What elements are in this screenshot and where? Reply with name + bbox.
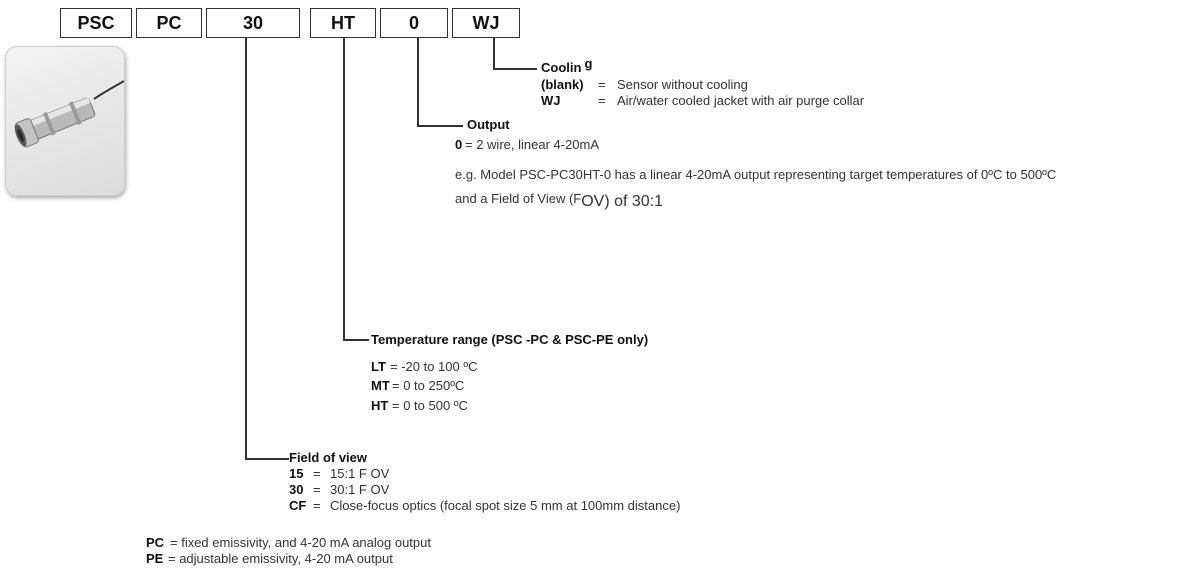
temperature-key-lt: LT bbox=[371, 359, 386, 374]
temperature-key-mt: MT bbox=[371, 378, 390, 393]
cooling-eq-wj: = bbox=[598, 93, 606, 108]
code-box-series: PSC bbox=[60, 8, 132, 38]
emissivity-desc-pc: = fixed emissivity, and 4-20 mA analog o… bbox=[170, 535, 431, 550]
temperature-connector-vertical bbox=[343, 38, 345, 340]
temperature-desc-mt: = 0 to 250ºC bbox=[392, 378, 465, 393]
sensor-photo bbox=[5, 46, 125, 196]
fov-desc-cf: Close-focus optics (focal spot size 5 mm… bbox=[330, 498, 681, 513]
sensor-illustration bbox=[14, 80, 125, 148]
temperature-key-ht: HT bbox=[371, 398, 389, 413]
fov-eq-cf: = bbox=[313, 498, 321, 513]
fov-title: Field of view bbox=[289, 450, 368, 465]
output-connector-horizontal bbox=[417, 125, 463, 127]
emissivity-key-pe: PE bbox=[146, 551, 164, 566]
cooling-key-blank: (blank) bbox=[541, 77, 584, 92]
fov-eq-30: = bbox=[313, 482, 321, 497]
fov-desc-30: 30:1 F OV bbox=[330, 482, 390, 497]
cooling-desc-blank: Sensor without cooling bbox=[617, 77, 748, 92]
cooling-connector-vertical bbox=[493, 38, 495, 69]
cooling-title-main: Coolin bbox=[541, 60, 582, 75]
fov-connector-vertical bbox=[245, 38, 247, 459]
fov-key-30: 30 bbox=[289, 482, 304, 497]
fov-connector-horizontal bbox=[245, 458, 289, 460]
code-box-fov: 30 bbox=[206, 8, 300, 38]
output-connector-vertical bbox=[417, 38, 419, 126]
fov-key-cf: CF bbox=[289, 498, 307, 513]
fov-eq-15: = bbox=[313, 466, 321, 481]
temperature-desc-lt: = -20 to 100 ºC bbox=[390, 359, 478, 374]
temperature-title: Temperature range (PSC -PC & PSC-PE only… bbox=[371, 332, 649, 347]
cooling-title-tail: g bbox=[584, 56, 593, 71]
output-desc-0: = 2 wire, linear 4-20mA bbox=[465, 137, 600, 152]
code-box-temperature: HT bbox=[310, 8, 376, 38]
temperature-connector-horizontal bbox=[343, 339, 369, 341]
fov-key-15: 15 bbox=[289, 466, 304, 481]
output-example-line2: and a Field of View (FOV) of 30:1 bbox=[455, 191, 664, 210]
code-box-output: 0 bbox=[380, 8, 448, 38]
code-box-emissivity: PC bbox=[136, 8, 202, 38]
fov-desc-15: 15:1 F OV bbox=[330, 466, 390, 481]
output-title: Output bbox=[467, 117, 510, 132]
output-example-line2b: OV) of 30:1 bbox=[581, 193, 664, 210]
output-example-line2a: and a Field of View (F bbox=[455, 191, 582, 206]
emissivity-key-pc: PC bbox=[146, 535, 165, 550]
emissivity-desc-pe: = adjustable emissivity, 4-20 mA output bbox=[168, 551, 393, 566]
output-example-line1: e.g. Model PSC-PC30HT-0 has a linear 4-2… bbox=[455, 167, 1057, 182]
cooling-eq-blank: = bbox=[598, 77, 606, 92]
cooling-connector-horizontal bbox=[493, 68, 537, 70]
output-key-0: 0 bbox=[455, 137, 463, 152]
temperature-desc-ht: = 0 to 500 ºC bbox=[392, 398, 468, 413]
cooling-key-wj: WJ bbox=[541, 93, 561, 108]
code-box-cooling: WJ bbox=[452, 8, 520, 38]
cooling-desc-wj: Air/water cooled jacket with air purge c… bbox=[617, 93, 865, 108]
